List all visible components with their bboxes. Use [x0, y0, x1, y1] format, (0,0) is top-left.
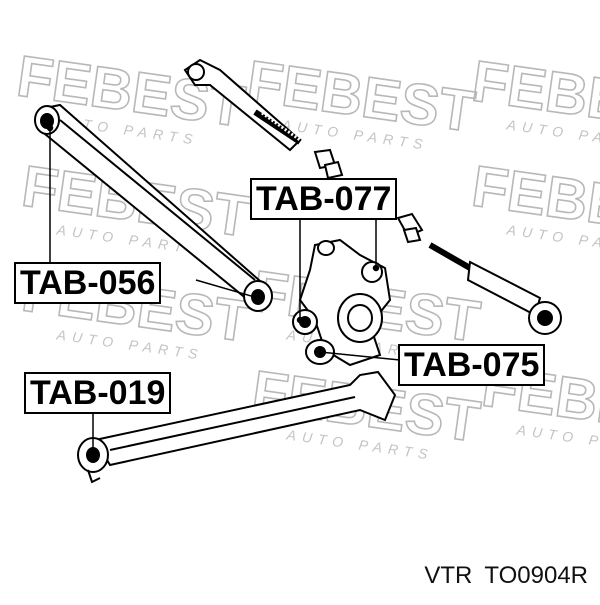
leader-tab056-end	[195, 279, 259, 299]
lateral-link	[396, 212, 562, 335]
label-tab075: TAB-075	[398, 344, 546, 386]
caption-part-number: TO0904R	[484, 562, 588, 589]
caption-brand: VTR	[424, 562, 473, 589]
part-caption: VTR TO0904R	[424, 562, 588, 590]
knuckle-assembly	[292, 238, 392, 367]
upper-adjustable-link	[183, 58, 344, 180]
leader-tab075	[319, 351, 401, 361]
trailing-arm	[34, 103, 273, 312]
label-tab019: TAB-019	[24, 372, 172, 414]
lower-control-arm	[77, 370, 397, 484]
label-tab077: TAB-077	[250, 178, 398, 220]
label-tab056: TAB-056	[14, 262, 162, 304]
leader-lines	[46, 124, 401, 456]
